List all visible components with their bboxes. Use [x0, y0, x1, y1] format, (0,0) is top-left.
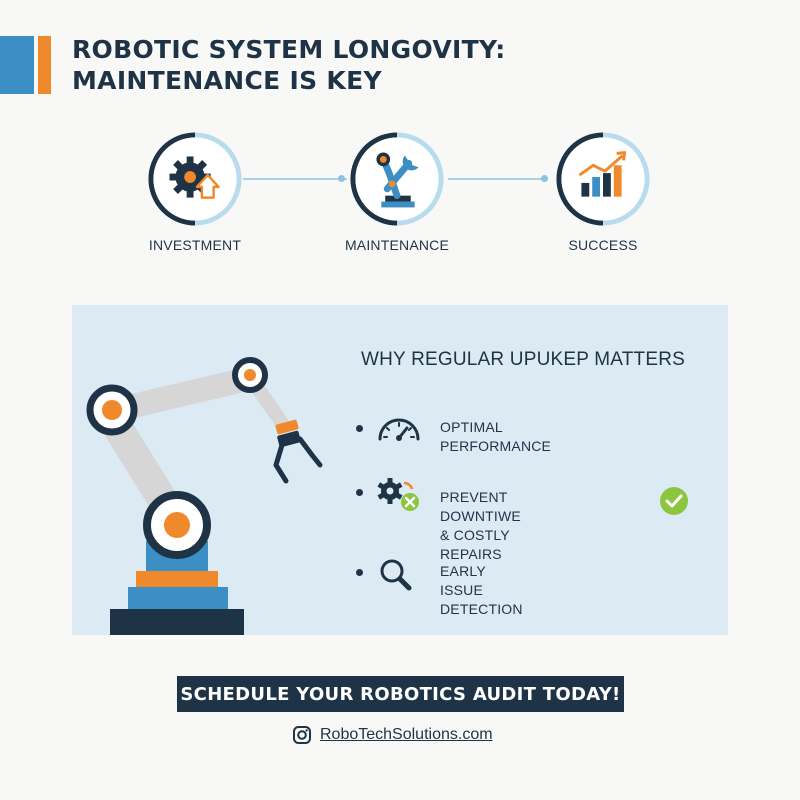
step-label-success: SUCCESS [568, 237, 638, 253]
title-accent-orange-bar [38, 36, 51, 94]
gear-arrow-icon [148, 132, 242, 226]
benefit-text-line: EARLY ISSUE DETECTION [440, 563, 523, 617]
step-success: SUCCESS [553, 130, 653, 253]
panel-heading: WHY REGULAR UPUKEP MATTERS [361, 349, 686, 370]
benefits-panel: WHY REGULAR UPUKEP MATTERS OPTIMAL PERFO… [72, 305, 728, 635]
step-connector-dot-1 [338, 175, 345, 182]
schedule-audit-button[interactable]: SCHEDULE YOUR ROBOTICS AUDIT TODAY! [177, 676, 624, 712]
bullet-icon [356, 569, 363, 576]
gauge-icon [378, 418, 420, 441]
check-icon [660, 487, 688, 515]
benefit-text: PREVENT DOWNTIWE & COSTLY REPAIRS [440, 488, 521, 564]
page-title-line-1: ROBOTIC SYSTEM LONGOVITY: [72, 35, 506, 64]
bullet-icon [356, 489, 363, 496]
step-connector-2 [448, 178, 548, 180]
benefit-text: EARLY ISSUE DETECTION [440, 562, 523, 619]
website-link[interactable]: RoboTechSolutions.com [320, 726, 493, 743]
robot-arm-illustration [86, 357, 323, 635]
page-title: ROBOTIC SYSTEM LONGOVITY: MAINTENANCE IS… [72, 34, 506, 96]
gear-cancel-icon [377, 478, 419, 511]
step-maintenance: MAINTENANCE [345, 130, 449, 253]
step-connector-1 [243, 178, 347, 180]
step-label-investment: INVESTMENT [148, 237, 242, 253]
benefit-text-line: REPAIRS [440, 546, 502, 562]
magnifier-icon [380, 559, 412, 591]
step-label-maintenance: MAINTENANCE [344, 237, 450, 253]
bullet-icon [356, 425, 363, 432]
benefit-text-line: PREVENT DOWNTIWE & COSTLY [440, 489, 521, 543]
page-title-line-2: MAINTENANCE IS KEY [72, 66, 382, 95]
benefit-text: OPTIMAL PERFORMANCE [440, 418, 551, 456]
growth-chart-icon [556, 132, 650, 226]
title-accent-blue-bar [0, 36, 34, 94]
step-investment: INVESTMENT [145, 130, 245, 253]
benefit-text-line: OPTIMAL PERFORMANCE [440, 419, 552, 454]
instagram-icon[interactable] [292, 725, 312, 745]
step-connector-dot-2 [541, 175, 548, 182]
footer: RoboTechSolutions.com [292, 724, 493, 746]
robot-arm-wrench-icon [350, 132, 444, 226]
